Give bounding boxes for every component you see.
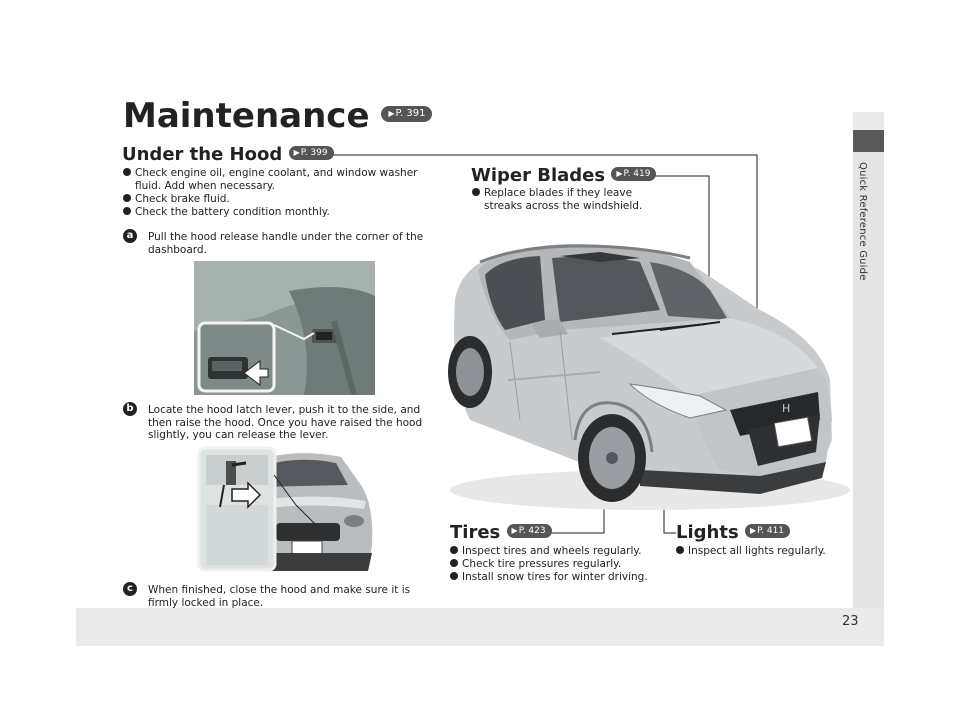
list-item: Check the battery condition monthly.: [123, 206, 443, 219]
page-ref-arrow-icon: ▶: [749, 526, 757, 535]
step-badge-b: b: [123, 402, 137, 416]
wiper-page-ref[interactable]: ▶P. 419: [611, 167, 657, 181]
tires-heading: Tires ▶P. 423: [450, 522, 552, 543]
under-hood-bullets: Check engine oil, engine coolant, and wi…: [123, 167, 443, 219]
page-title: Maintenance ▶P. 391: [123, 96, 433, 136]
step-badge-c: c: [123, 582, 137, 596]
under-hood-heading: Under the Hood ▶P. 399: [122, 144, 334, 165]
arrow-right-icon: [231, 481, 262, 509]
bullet-dot-icon: [450, 572, 458, 580]
lights-page-ref[interactable]: ▶P. 411: [744, 524, 791, 538]
bullet-dot-icon: [123, 207, 131, 215]
page-title-text: Maintenance: [123, 96, 370, 136]
page-number: 23: [842, 614, 859, 629]
step-b-text: Locate the hood latch lever, push it to …: [148, 404, 423, 441]
side-tab: [853, 130, 884, 608]
step-badge-a: a: [123, 229, 137, 243]
list-item: Inspect all lights regularly.: [676, 545, 846, 558]
under-hood-page-ref[interactable]: ▶P. 399: [288, 146, 334, 160]
tires-title: Tires: [450, 522, 501, 543]
side-tab-marker: [853, 130, 884, 152]
bullet-dot-icon: [472, 188, 480, 196]
page-ref-arrow-icon: ▶: [293, 148, 300, 157]
wiper-title: Wiper Blades: [471, 165, 606, 186]
svg-text:H: H: [782, 402, 790, 415]
under-hood-title: Under the Hood: [122, 144, 283, 165]
list-item: Check engine oil, engine coolant, and wi…: [123, 167, 443, 193]
bullet-dot-icon: [450, 546, 458, 554]
title-page-ref[interactable]: ▶P. 391: [381, 105, 433, 122]
wiper-bullets: Replace blades if they leave streaks acr…: [472, 187, 672, 213]
lights-title: Lights: [676, 522, 739, 543]
page-ref-arrow-icon: ▶: [616, 169, 623, 178]
list-item: Check brake fluid.: [123, 193, 443, 206]
bullet-dot-icon: [123, 168, 131, 176]
tires-page-ref[interactable]: ▶P. 423: [506, 524, 552, 538]
list-item: Inspect tires and wheels regularly.: [450, 545, 660, 558]
step-a-text: Pull the hood release handle under the c…: [148, 231, 424, 256]
list-item: Check tire pressures regularly.: [450, 558, 660, 571]
bullet-dot-icon: [676, 546, 684, 554]
list-item: Replace blades if they leave streaks acr…: [472, 187, 672, 213]
lights-bullets: Inspect all lights regularly.: [676, 545, 846, 558]
tires-bullets: Inspect tires and wheels regularly. Chec…: [450, 545, 660, 584]
hood-latch-lever-photo: [196, 445, 374, 577]
page-ref-arrow-icon: ▶: [511, 526, 518, 535]
page-ref-arrow-icon: ▶: [388, 108, 395, 118]
hood-release-handle-photo: [194, 261, 375, 395]
step-c-text: When finished, close the hood and make s…: [148, 584, 411, 609]
wiper-heading: Wiper Blades ▶P. 419: [471, 165, 657, 186]
list-item: Install snow tires for winter driving.: [450, 571, 660, 584]
lights-heading: Lights ▶P. 411: [676, 522, 791, 543]
bullet-dot-icon: [450, 559, 458, 567]
bullet-dot-icon: [123, 194, 131, 202]
